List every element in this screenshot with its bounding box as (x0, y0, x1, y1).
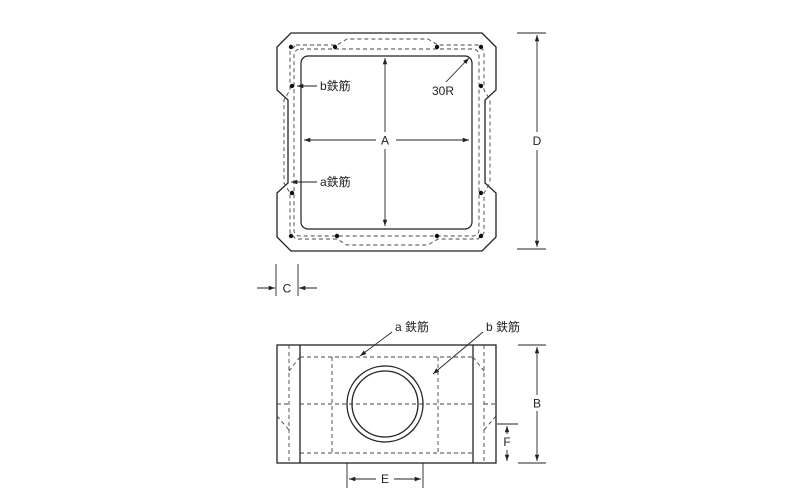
pipe-opening-outer (346, 365, 424, 443)
pipe-opening-inner (351, 370, 419, 438)
rebar-dot (478, 44, 484, 50)
dim-e-label: E (381, 472, 389, 486)
rebar-dot (478, 190, 484, 196)
dim-c-label: C (283, 282, 292, 296)
rebar-dot (434, 233, 440, 239)
front-a-rebar-leader (359, 331, 393, 357)
dim-a-label: A (381, 134, 389, 148)
rebar-dot (288, 44, 294, 50)
dashed-line (288, 356, 301, 372)
dim-f-label: F (503, 435, 510, 449)
rebar-dot (289, 83, 295, 89)
rebar-dot (434, 44, 440, 50)
plan-inner-opening (300, 55, 473, 230)
plan-outer-outline (276, 32, 497, 252)
rebar-dot (288, 233, 294, 239)
front-view: a 鉄筋 b 鉄筋 B F E (276, 319, 546, 488)
plan-view: A 30R b鉄筋 a鉄筋 D C (257, 32, 546, 296)
dim-d-label: D (533, 134, 542, 148)
front-b-rebar-leader (432, 331, 484, 375)
rebar-dot (332, 44, 338, 50)
top-b-rebar-label: b鉄筋 (320, 78, 351, 93)
front-b-rebar-label: b 鉄筋 (486, 319, 520, 334)
rebar-dot (289, 190, 295, 196)
front-a-rebar-label: a 鉄筋 (395, 319, 429, 334)
radius-leader (445, 57, 470, 83)
dashed-line (276, 415, 290, 431)
dashed-line (483, 415, 497, 431)
plan-rebar-dashed-outline (283, 38, 491, 246)
rebar-dot (478, 233, 484, 239)
plan-rebar-dots (288, 44, 484, 239)
dashed-line (472, 356, 485, 372)
top-a-rebar-label: a鉄筋 (320, 174, 351, 189)
rebar-dot (334, 233, 340, 239)
rebar-dot (478, 83, 484, 89)
radius-label: 30R (432, 84, 454, 98)
dim-b-label: B (533, 397, 541, 411)
front-rebar-dashed (276, 345, 497, 463)
plan-rebar-inner-dashed (293, 48, 480, 237)
